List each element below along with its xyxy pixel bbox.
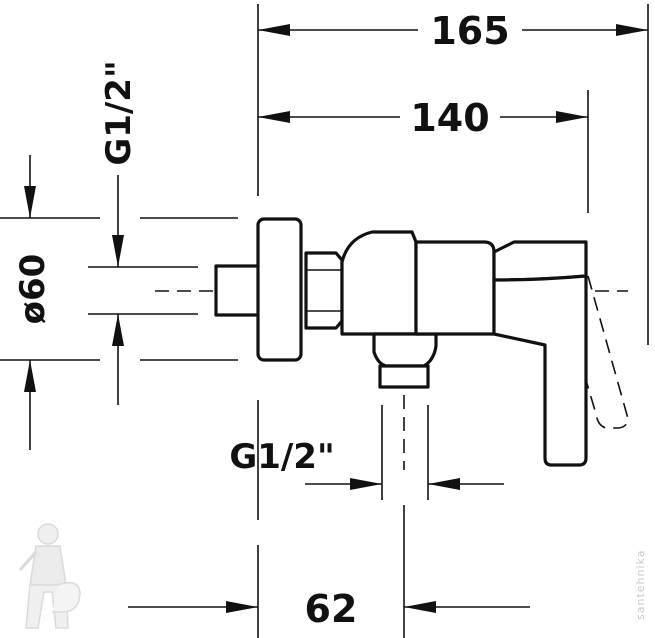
dimension-outlet-offset: 62 — [128, 587, 530, 631]
outlet-thread — [378, 364, 430, 389]
wall-flange — [256, 217, 303, 362]
dimension-inlet-thread: G1/2" — [99, 60, 139, 405]
label-outlet-thread: G1/2" — [229, 437, 334, 477]
watermark-text: santehnika — [634, 550, 647, 620]
lever-handle — [492, 274, 588, 467]
dimension-body-length: 140 — [258, 96, 588, 140]
label-o60: ø60 — [13, 254, 53, 325]
lever-alt-position — [585, 275, 629, 429]
mixer-outline — [214, 217, 629, 467]
inlet-pipe — [214, 264, 263, 317]
handle-base — [492, 240, 588, 282]
label-140: 140 — [410, 96, 489, 140]
label-165: 165 — [430, 9, 509, 53]
dimension-flange-diameter: ø60 — [13, 155, 53, 450]
label-62: 62 — [305, 587, 358, 631]
outlet-nozzle — [372, 332, 438, 368]
hex-nut — [304, 251, 344, 330]
label-inlet-thread: G1/2" — [99, 60, 139, 165]
cartridge-body — [414, 240, 496, 336]
dimension-overall-length: 165 — [258, 9, 648, 53]
dimension-outlet-thread: G1/2" — [229, 437, 504, 490]
plumber-mascot-icon — [18, 523, 81, 629]
valve-housing — [340, 230, 418, 336]
extension-lines — [0, 4, 649, 638]
